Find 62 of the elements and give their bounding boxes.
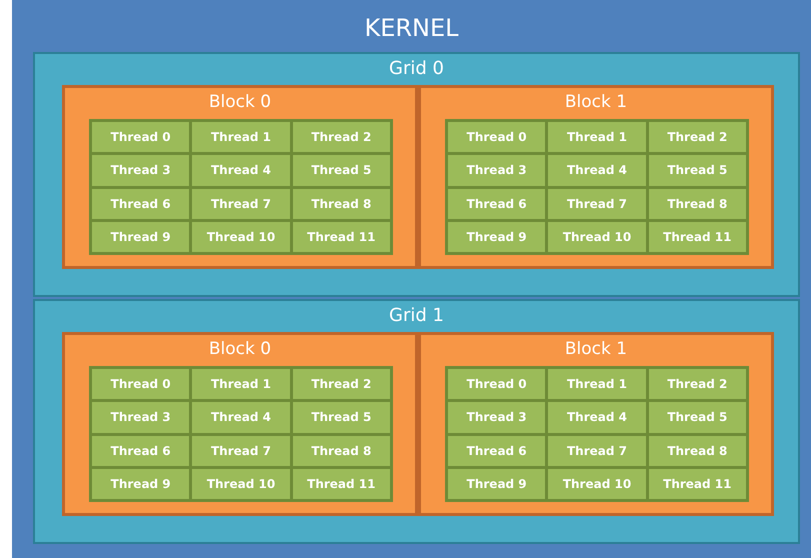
grid-panel bbox=[33, 52, 800, 297]
grid-title: Grid 0 bbox=[388, 58, 445, 79]
thread-cell: Thread 2 bbox=[292, 369, 390, 400]
grid-title: Grid 1 bbox=[388, 305, 445, 326]
grid-panel bbox=[33, 299, 800, 544]
thread-cell: Thread 9 bbox=[92, 468, 190, 499]
block-title: Block 0 bbox=[208, 92, 272, 112]
thread-cell: Thread 8 bbox=[292, 188, 390, 219]
thread-cell: Thread 8 bbox=[648, 436, 746, 466]
block-title: Block 1 bbox=[564, 339, 628, 359]
thread-cell: Thread 6 bbox=[448, 188, 546, 219]
thread-cell: Thread 2 bbox=[292, 122, 390, 152]
thread-cell: Thread 0 bbox=[92, 369, 190, 400]
thread-cell: Thread 3 bbox=[448, 402, 546, 432]
thread-cell: Thread 10 bbox=[192, 222, 290, 252]
thread-cell: Thread 3 bbox=[92, 402, 190, 432]
thread-cell: Thread 9 bbox=[448, 468, 546, 499]
thread-cell: Thread 7 bbox=[548, 188, 646, 219]
block-panel bbox=[418, 85, 774, 269]
thread-cell: Thread 2 bbox=[648, 122, 746, 152]
thread-cell: Thread 10 bbox=[548, 222, 646, 252]
thread-cell: Thread 11 bbox=[648, 222, 746, 252]
thread-cell: Thread 1 bbox=[192, 369, 290, 400]
kernel-panel bbox=[12, 0, 811, 558]
thread-cell: Thread 9 bbox=[448, 222, 546, 252]
block-panel bbox=[62, 85, 418, 269]
thread-cell: Thread 3 bbox=[448, 155, 546, 186]
thread-cell: Thread 4 bbox=[192, 402, 290, 432]
thread-cell: Thread 5 bbox=[292, 402, 390, 432]
thread-cell: Thread 11 bbox=[648, 468, 746, 499]
thread-cell: Thread 3 bbox=[92, 155, 190, 186]
thread-cell: Thread 11 bbox=[292, 468, 390, 499]
thread-cell: Thread 10 bbox=[192, 468, 290, 499]
thread-cell: Thread 6 bbox=[92, 436, 190, 466]
kernel-title: KERNEL bbox=[363, 14, 460, 42]
thread-cell: Thread 11 bbox=[292, 222, 390, 252]
thread-cell: Thread 10 bbox=[548, 468, 646, 499]
thread-cell: Thread 6 bbox=[448, 436, 546, 466]
block-title: Block 0 bbox=[208, 339, 272, 359]
thread-cell: Thread 5 bbox=[292, 155, 390, 186]
thread-cell: Thread 4 bbox=[548, 402, 646, 432]
thread-cell: Thread 0 bbox=[92, 122, 190, 152]
thread-cell: Thread 9 bbox=[92, 222, 190, 252]
thread-cell: Thread 1 bbox=[192, 122, 290, 152]
block-title: Block 1 bbox=[564, 92, 628, 112]
thread-cell: Thread 0 bbox=[448, 369, 546, 400]
thread-cell: Thread 8 bbox=[648, 188, 746, 219]
thread-cell: Thread 2 bbox=[648, 369, 746, 400]
thread-cell: Thread 1 bbox=[548, 369, 646, 400]
thread-cell: Thread 6 bbox=[92, 188, 190, 219]
block-panel bbox=[62, 332, 418, 516]
thread-cell: Thread 7 bbox=[192, 188, 290, 219]
thread-cell: Thread 5 bbox=[648, 402, 746, 432]
thread-cell: Thread 7 bbox=[548, 436, 646, 466]
thread-cell: Thread 5 bbox=[648, 155, 746, 186]
thread-cell: Thread 0 bbox=[448, 122, 546, 152]
thread-cell: Thread 7 bbox=[192, 436, 290, 466]
thread-cell: Thread 8 bbox=[292, 436, 390, 466]
thread-cell: Thread 4 bbox=[192, 155, 290, 186]
block-panel bbox=[418, 332, 774, 516]
thread-cell: Thread 4 bbox=[548, 155, 646, 186]
thread-cell: Thread 1 bbox=[548, 122, 646, 152]
